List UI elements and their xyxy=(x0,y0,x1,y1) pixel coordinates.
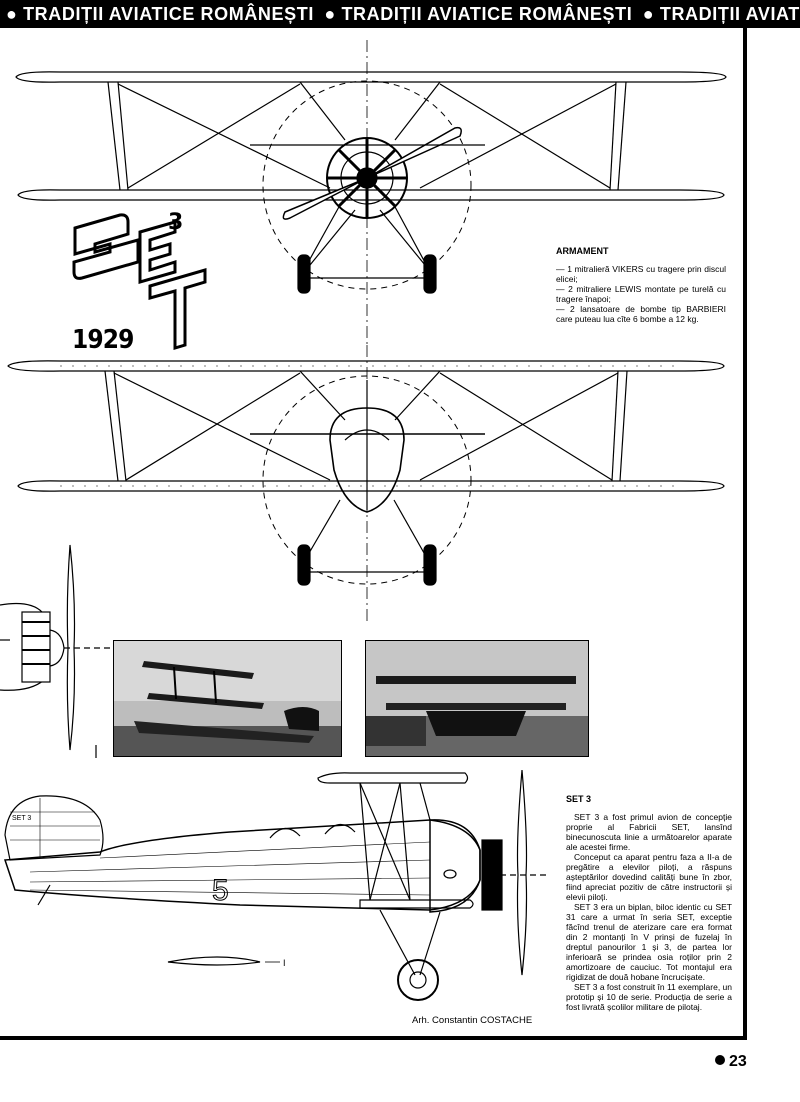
logo-model-number: 3 xyxy=(168,210,184,235)
historical-photo-1 xyxy=(113,640,342,757)
history-text: SET 3 SET 3 a fost primul avion de conce… xyxy=(566,794,732,1012)
armament-item: — 2 mitraliere LEWIS montate pe turelă c… xyxy=(556,284,726,304)
frame-border-right xyxy=(743,28,747,1040)
history-paragraph: SET 3 a fost construit în 11 exemplare, … xyxy=(566,982,732,1012)
rear-view-drawing xyxy=(7,345,725,625)
history-paragraph: SET 3 a fost primul avion de concepție p… xyxy=(566,812,732,852)
armament-text: ARMAMENT — 1 mitralieră VIKERS cu trager… xyxy=(556,246,726,324)
banner-segment: ● TRADIȚII AVIATICE ROMÂNEȘTI xyxy=(6,4,314,24)
front-view-drawing xyxy=(15,40,727,345)
frame-border-bottom xyxy=(0,1036,747,1040)
set-logo xyxy=(72,213,207,351)
tail-marking: SET 3 xyxy=(12,815,31,822)
armament-item: — 1 mitralieră VIKERS cu tragere prin di… xyxy=(556,264,726,284)
history-paragraph: SET 3 era un biplan, biloc identic cu SE… xyxy=(566,902,732,982)
aircraft-drawings: 5 SET 3 I xyxy=(0,40,727,1001)
armament-item: — 2 lansatoare de bombe tip BARBIERI car… xyxy=(556,304,726,324)
nose-detail-drawing xyxy=(0,544,110,758)
page-number: 23 xyxy=(715,1053,747,1071)
series-banner: ● TRADIȚII AVIATICE ROMÂNEȘTI ● TRADIȚII… xyxy=(0,0,800,28)
banner-segment: ● TRADIȚII AVIATICE xyxy=(642,4,800,24)
side-view-drawing: 5 SET 3 I xyxy=(3,769,550,1001)
banner-segment: ● TRADIȚII AVIATICE ROMÂNEȘTI xyxy=(324,4,633,24)
drawing-credit: Arh. Constantin COSTACHE xyxy=(412,1015,533,1026)
historical-photo-2 xyxy=(365,640,589,757)
armament-heading: ARMAMENT xyxy=(556,246,609,256)
logo-year: 1929 xyxy=(72,325,134,355)
section-label: I xyxy=(283,958,286,968)
history-paragraph: Conceput ca aparat pentru faza a II-a de… xyxy=(566,852,732,902)
page-number-value: 23 xyxy=(729,1053,747,1070)
bullet-icon xyxy=(715,1055,725,1065)
history-heading: SET 3 xyxy=(566,794,592,804)
fuselage-number: 5 xyxy=(212,874,229,907)
